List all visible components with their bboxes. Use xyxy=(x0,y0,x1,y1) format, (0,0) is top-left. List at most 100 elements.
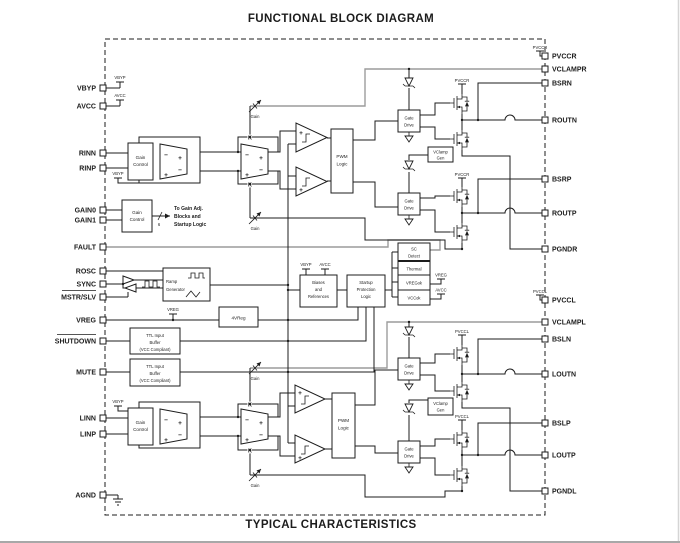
terminal-label: PVCCL xyxy=(533,289,548,294)
block-label: and xyxy=(315,287,323,292)
block-label: Gate xyxy=(404,447,414,452)
ttl-buffer-mute: TTL Input Buffer (VCC Compliant) xyxy=(129,358,181,387)
pin-pvccr: PVCCR xyxy=(541,52,577,61)
block-label: SC xyxy=(411,247,417,252)
block-label: Logic xyxy=(338,426,350,431)
pin-sync: SYNC xyxy=(77,280,107,289)
block-label: Generator xyxy=(166,287,185,292)
gain-label: Gain xyxy=(251,376,261,381)
zener-icon xyxy=(402,403,416,415)
pin-mute: MUTE xyxy=(76,368,107,377)
arrow-down-icon xyxy=(404,131,414,143)
right-pins: PVCCR VCLAMPR BSRN ROUTN BSRP ROUTP PGND… xyxy=(541,52,587,496)
opamp-icon xyxy=(240,408,269,445)
plus-sign: + xyxy=(178,420,182,427)
pin-label: VCLAMPL xyxy=(552,320,587,327)
pin-vreg: VREG xyxy=(76,316,107,325)
terminal-label: VREG xyxy=(167,307,179,312)
block-label: Gate xyxy=(404,199,414,204)
block-label: Drive xyxy=(404,206,414,211)
pin-label: PGNDL xyxy=(552,489,577,496)
block-label: Thermal xyxy=(406,267,421,272)
pin-label: VCLAMPR xyxy=(552,67,587,74)
block-label: Gain xyxy=(136,420,146,425)
arrow-down-icon xyxy=(404,214,414,226)
block-label: Gen xyxy=(437,156,445,161)
opamp-icon xyxy=(159,143,188,180)
buffer-icon xyxy=(122,275,136,285)
circuit-wiring xyxy=(106,50,544,506)
4vreg-block: 4VReg xyxy=(218,306,259,328)
block-label: Control xyxy=(133,427,148,432)
terminal-label: VBYP xyxy=(300,262,311,267)
arrow-down-icon xyxy=(404,379,414,391)
comparator-icon xyxy=(294,434,327,464)
gate-drive-lp: Gate Drive xyxy=(397,440,421,464)
plus-sign: + xyxy=(259,420,263,427)
nmos-icon xyxy=(449,465,470,487)
startup-protection-block: Startup Protection Logic xyxy=(346,274,386,308)
nmos-icon xyxy=(449,429,470,451)
pin-label: GAIN0 xyxy=(75,208,97,215)
terminal-label: VBYP xyxy=(112,399,123,404)
block-label: VCCok xyxy=(408,296,422,301)
pin-label: PVCCL xyxy=(552,298,576,305)
biases-references-block: Biases and References xyxy=(299,274,338,308)
block-label: (VCC Compliant) xyxy=(140,347,172,352)
zener-icon xyxy=(402,160,416,172)
pin-pgndr: PGNDR xyxy=(541,245,577,254)
gate-drive-rp: Gate Drive xyxy=(397,192,421,216)
plus-sign: + xyxy=(178,155,182,162)
pin-shutdown: SHUTDOWN xyxy=(55,334,107,346)
block-label: VClamp xyxy=(433,150,448,155)
pin-avcc: AVCC xyxy=(77,102,107,111)
k-attenuator: K xyxy=(248,136,252,142)
pin-bsln: BSLN xyxy=(541,335,571,344)
pin-vclampl: VCLAMPL xyxy=(541,318,587,327)
gain-adj-note: To Gain Adj. Blocks and Startup Logic 6 xyxy=(158,206,207,228)
pin-bsrp: BSRP xyxy=(541,175,572,184)
chip-boundary xyxy=(104,38,546,516)
block-label: Gate xyxy=(404,364,414,369)
pin-gain0: GAIN0 xyxy=(75,206,107,215)
section-title-bottom: TYPICAL CHARACTERISTICS xyxy=(245,519,416,531)
block-label: Gain xyxy=(136,155,146,160)
pin-linn: LINN xyxy=(80,414,107,423)
protection-stack: SC Detect Thermal VREGok VCCok xyxy=(397,242,431,306)
pin-label: GAIN1 xyxy=(75,218,97,225)
block-label: PWM xyxy=(338,418,349,423)
pin-rinp: RINP xyxy=(79,164,107,173)
diagram-title: FUNCTIONAL BLOCK DIAGRAM xyxy=(248,13,434,25)
terminal-label: PVCCR xyxy=(455,172,470,177)
pin-bsrn: BSRN xyxy=(541,79,572,88)
block-label: Control xyxy=(130,217,145,222)
plus-sign: + xyxy=(299,187,303,194)
pin-bslp: BSLP xyxy=(541,419,571,428)
pin-pgndl: PGNDL xyxy=(541,487,577,496)
pin-loutn: LOUTN xyxy=(541,370,576,379)
block-label: Drive xyxy=(404,454,414,459)
block-label: Gen xyxy=(437,408,445,413)
minus-sign: − xyxy=(164,152,168,159)
plus-sign: + xyxy=(245,437,249,444)
pin-rosc: ROSC xyxy=(76,267,107,276)
block-label: Buffer xyxy=(149,340,161,345)
minus-sign: − xyxy=(245,417,249,424)
block-label: Buffer xyxy=(149,371,161,376)
pin-label: LINP xyxy=(80,432,96,439)
block-label: PWM xyxy=(336,154,347,159)
terminal-flags: VBYP AVCC VBYP VBYP VREG VBYP AVCC VREG … xyxy=(112,45,547,419)
plus-sign: + xyxy=(298,455,302,462)
plus-sign: + xyxy=(164,172,168,179)
block-label: 4VReg xyxy=(231,316,245,321)
pin-label: ROUTN xyxy=(552,118,577,125)
block-label: VClamp xyxy=(433,401,448,406)
comparator-icon xyxy=(295,122,329,153)
pin-label: AVCC xyxy=(77,104,96,111)
opamp-icon xyxy=(240,143,269,180)
pin-fault: FAULT xyxy=(74,243,107,252)
zener-icon xyxy=(402,77,416,89)
pin-label: RINN xyxy=(79,151,96,158)
k-attenuator: K xyxy=(248,183,252,189)
